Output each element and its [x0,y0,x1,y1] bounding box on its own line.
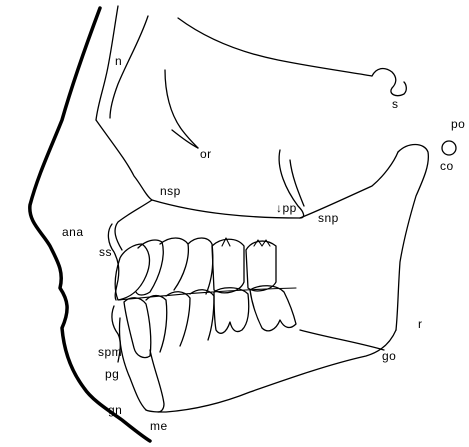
mandible-inner [300,330,384,350]
label-s: s [392,98,399,110]
label-ans: ana [62,226,84,238]
symphysis-inner [150,350,164,412]
lower-canine [166,292,190,346]
label-go: go [382,350,396,362]
lower-premolar [190,290,214,340]
pterygoid-inner [290,160,304,206]
upper-premolar [188,238,213,294]
lower-molar-1 [214,288,249,334]
nasal-profile [96,120,152,200]
lower-molar-2 [250,286,296,331]
sigmoid-notch [300,152,398,218]
mandible-body [146,330,396,412]
label-nsp: nsp [160,185,181,197]
cranial-outline [178,18,372,76]
label-po: po [451,118,465,130]
label-ss: ss [99,246,112,258]
lower-incisor [124,298,151,358]
label-pp: ↓pp [276,202,297,214]
upper-incisor-1 [115,244,149,300]
label-n: n [115,55,122,67]
label-snp: snp [318,212,339,224]
upper-canine [160,238,188,290]
label-co: co [440,160,454,172]
upper-lip [108,224,118,300]
porion-circle [442,141,456,155]
orbit-outline [165,70,198,148]
symphysis [119,318,146,410]
condyle-outline [396,145,428,331]
label-r: r [418,318,423,330]
label-gn: gn [108,404,122,416]
label-or: or [200,148,212,160]
upper-molar-1 [212,239,244,293]
sella-turcica [372,69,406,96]
orbit-floor [172,130,198,148]
label-me: me [150,420,168,432]
label-spm: spm [98,346,122,358]
soft-tissue-profile [30,8,150,441]
label-pg: pg [105,368,119,380]
upper-molar-2 [246,241,276,291]
